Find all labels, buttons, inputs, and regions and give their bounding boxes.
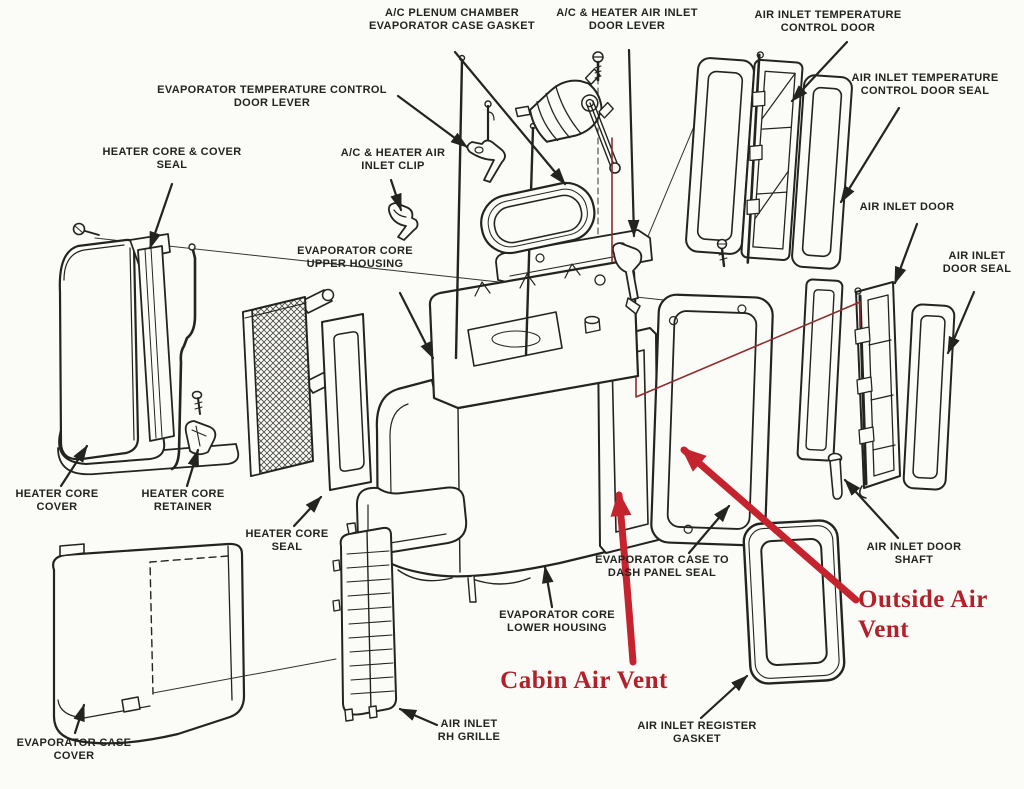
part-air-inlet-frame <box>796 278 844 462</box>
label-air-inlet-door: AIR INLET DOOR <box>859 201 955 213</box>
part-vacuum-motor <box>514 68 621 174</box>
part-air-inlet-rh-grille <box>332 522 398 722</box>
part-air-inlet-clip <box>387 202 419 241</box>
part-plenum-chamber-gasket <box>480 181 596 255</box>
part-heater-core-seal <box>321 313 372 491</box>
part-air-inlet-door-lever <box>611 242 643 315</box>
part-control-rod <box>170 243 197 471</box>
part-air-inlet-temp-control-door <box>740 51 804 264</box>
part-air-inlet-door <box>854 281 901 499</box>
part-temp-door-screw <box>716 238 728 268</box>
cover-to-grille-line <box>152 658 337 694</box>
part-air-inlet-door-seal <box>902 303 956 491</box>
part-motor-screw <box>592 51 604 82</box>
part-case-to-dash-panel-seal <box>650 293 774 547</box>
outside-air-vent-arrow <box>680 446 860 604</box>
label-leader-lines <box>59 40 976 735</box>
part-evaporator-case-cover <box>52 542 246 745</box>
part-evaporator-core-upper-housing <box>428 260 640 410</box>
part-air-inlet-temp-door-gasket <box>685 57 755 255</box>
cabin-air-vent-arrow <box>610 490 637 666</box>
part-heater-core-cover <box>57 222 240 476</box>
part-evap-temp-control-door-lever <box>466 100 506 183</box>
part-heater-core <box>242 288 340 477</box>
part-heater-core-retainer <box>184 390 217 456</box>
part-air-inlet-temp-door-seal <box>791 74 853 270</box>
part-air-inlet-door-shaft <box>827 452 843 500</box>
label-cabin-air-vent: Cabin Air Vent <box>500 667 668 694</box>
red-linkage-lines <box>611 137 861 398</box>
part-air-inlet-register-gasket <box>742 519 846 685</box>
red-annotation-arrows <box>610 446 860 666</box>
